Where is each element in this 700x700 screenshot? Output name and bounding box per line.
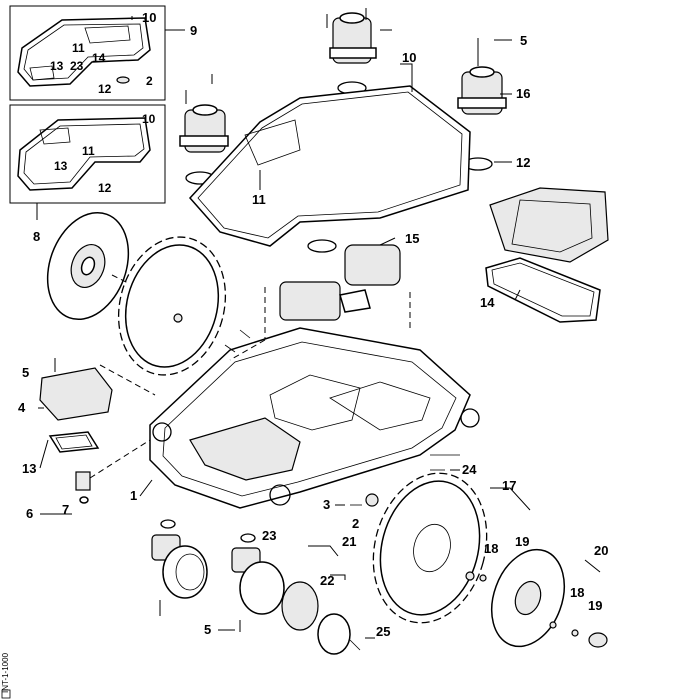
gasket-13-left bbox=[48, 431, 100, 453]
wheel-rim-left bbox=[124, 244, 220, 368]
callout-23-inset1: 23 bbox=[70, 59, 84, 73]
inset-screw-9 bbox=[116, 76, 130, 84]
inset-gasket-window-8 bbox=[39, 127, 71, 145]
front-wheel-assembly-left bbox=[151, 519, 208, 616]
callout-22: 22 bbox=[320, 573, 334, 588]
inset-gasket-window-9 bbox=[84, 25, 131, 44]
callout-24: 24 bbox=[462, 462, 477, 477]
drive-wheel-right-17 bbox=[372, 472, 488, 624]
callout-10-inset2: 10 bbox=[142, 112, 156, 126]
wheel-hub-cover-left bbox=[46, 211, 130, 321]
callout-12-inset1: 12 bbox=[98, 82, 112, 96]
cutting-motor-15 bbox=[264, 244, 411, 340]
gasket-window bbox=[244, 119, 301, 166]
inset-gasket-inner-8 bbox=[23, 123, 145, 185]
callout-25: 25 bbox=[376, 624, 390, 639]
callout-14-inset1: 14 bbox=[92, 51, 106, 65]
cap-25 bbox=[317, 613, 351, 655]
callout-17: 17 bbox=[502, 478, 516, 493]
callout-3: 3 bbox=[323, 497, 330, 512]
callout-13-left: 13 bbox=[22, 461, 36, 476]
main-gasket-10 bbox=[188, 85, 471, 247]
drawing-code: INT-1-1000 bbox=[1, 652, 10, 693]
inset-gasket-outer-8 bbox=[17, 117, 151, 191]
battery-body bbox=[489, 187, 609, 263]
callout-9: 9 bbox=[190, 23, 197, 38]
callout-13-inset1: 13 bbox=[50, 59, 64, 73]
callout-20: 20 bbox=[594, 543, 608, 558]
callout-8: 8 bbox=[33, 229, 40, 244]
callout-21: 21 bbox=[342, 534, 356, 549]
callout-19-a: 19 bbox=[515, 534, 529, 549]
inset-gasket-set-9 bbox=[9, 5, 185, 101]
callout-18-b: 18 bbox=[570, 585, 584, 600]
front-wheel-assembly-right bbox=[231, 533, 361, 655]
callout-10-gasket: 10 bbox=[402, 50, 416, 65]
battery-seal bbox=[485, 257, 601, 323]
clip-6 bbox=[75, 439, 151, 504]
inset-frame-9 bbox=[9, 5, 166, 101]
inset-gasket-outer-9 bbox=[17, 17, 151, 87]
bearing-22 bbox=[281, 581, 319, 631]
callout-7: 7 bbox=[62, 502, 69, 517]
callout-11-inset1: 11 bbox=[72, 41, 85, 55]
callout-18-a: 18 bbox=[484, 541, 498, 556]
inset-gasket-set-8 bbox=[9, 104, 166, 220]
chassis-bay bbox=[189, 417, 301, 481]
callout-23-bottom: 23 bbox=[262, 528, 276, 543]
inset-gasket-inner-9 bbox=[23, 23, 144, 81]
inset-frame-8 bbox=[9, 104, 166, 204]
gasket-outline bbox=[188, 85, 471, 247]
callout-16: 16 bbox=[516, 86, 530, 101]
callout-14-right: 14 bbox=[480, 295, 495, 310]
battery-pack bbox=[485, 187, 609, 323]
page-box-icon bbox=[1, 689, 11, 699]
callout-2-inset1: 2 bbox=[146, 74, 153, 88]
callout-12-right: 12 bbox=[516, 155, 530, 170]
callout-labels: 10 9 11 14 13 23 2 12 10 11 13 12 8 5 10… bbox=[18, 10, 608, 639]
inset-gasket-corner-9 bbox=[29, 65, 55, 81]
drive-motor-left bbox=[179, 74, 229, 185]
bracket-4 bbox=[39, 358, 156, 421]
callout-1: 1 bbox=[130, 488, 137, 503]
center-cap bbox=[588, 632, 608, 648]
callout-19-b: 19 bbox=[588, 598, 602, 613]
callout-6: 6 bbox=[26, 506, 33, 521]
height-adjust-motor bbox=[279, 281, 341, 321]
callout-11-inset2: 11 bbox=[82, 144, 95, 158]
wheel-tread-left bbox=[117, 236, 227, 376]
callout-5-left: 5 bbox=[22, 365, 29, 380]
leader-lines bbox=[38, 29, 601, 639]
drive-motor-top-center bbox=[326, 8, 377, 95]
callout-12-inset2: 12 bbox=[98, 181, 112, 195]
bracket-body bbox=[39, 367, 113, 421]
callout-10-top: 10 bbox=[142, 10, 156, 25]
callout-5-bottom: 5 bbox=[204, 622, 211, 637]
callout-15: 15 bbox=[405, 231, 419, 246]
chassis-1 bbox=[149, 327, 480, 509]
callout-11-gasket: 11 bbox=[252, 192, 266, 207]
callout-13-inset2: 13 bbox=[54, 159, 68, 173]
callout-5-top: 5 bbox=[520, 33, 527, 48]
drive-wheel-left bbox=[117, 236, 227, 376]
hub-cap-20 bbox=[491, 548, 608, 648]
callout-2-mid: 2 bbox=[352, 516, 359, 531]
cutting-motor-body bbox=[344, 244, 401, 286]
callout-4: 4 bbox=[18, 400, 26, 415]
